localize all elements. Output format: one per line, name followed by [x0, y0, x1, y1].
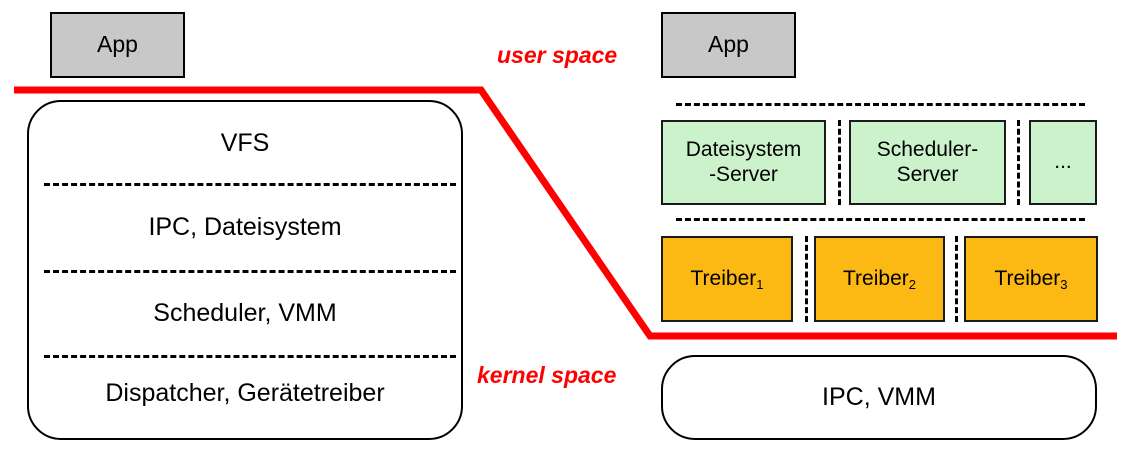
server-box-scheduler-label: Scheduler- Server: [876, 137, 979, 186]
kernel-layer-ipc-fs: IPC, Dateisystem: [27, 185, 463, 269]
driver-box-1-label: Treiber1: [690, 266, 764, 292]
server-box-more: ...: [1029, 120, 1097, 205]
right-app-label: App: [708, 31, 749, 58]
server-divider-2: [1017, 120, 1020, 205]
driver-box-1: Treiber1: [661, 236, 793, 322]
kernel-layer-divider-3: [44, 355, 456, 358]
left-app-box: App: [50, 12, 185, 78]
kernel-space-label: kernel space: [477, 362, 617, 388]
kernel-layer-sched-vmm-label: Scheduler, VMM: [153, 298, 337, 327]
server-box-dateisystem-label: Dateisystem -Server: [685, 137, 802, 186]
driver-box-3: Treiber3: [964, 236, 1098, 322]
kernel-layer-vfs: VFS: [27, 104, 463, 182]
driver-box-2-label: Treiber2: [843, 266, 916, 292]
microkernel-label: IPC, VMM: [822, 382, 936, 411]
driver-box-3-label: Treiber3: [994, 266, 1068, 292]
server-top-divider: [676, 103, 1085, 106]
driver-divider-1: [805, 236, 808, 322]
kernel-layer-vfs-label: VFS: [220, 128, 270, 157]
server-bottom-divider: [676, 218, 1085, 221]
driver-divider-2: [955, 236, 958, 322]
user-space-label: user space: [497, 42, 618, 68]
kernel-layer-sched-vmm: Scheduler, VMM: [27, 272, 463, 354]
kernel-layer-ipc-fs-label: IPC, Dateisystem: [148, 212, 342, 241]
server-box-dateisystem: Dateisystem -Server: [661, 120, 826, 205]
left-app-label: App: [97, 31, 138, 58]
right-app-box: App: [661, 12, 796, 78]
microkernel-box: IPC, VMM: [661, 355, 1097, 440]
server-divider-1: [838, 120, 841, 205]
driver-box-2: Treiber2: [814, 236, 945, 322]
kernel-layer-dispatcher-drivers: Dispatcher, Gerätetreiber: [27, 357, 463, 429]
kernel-layer-dispatcher-drivers-label: Dispatcher, Gerätetreiber: [105, 378, 385, 407]
server-box-scheduler: Scheduler- Server: [849, 120, 1006, 205]
server-box-more-label: ...: [1054, 150, 1072, 174]
